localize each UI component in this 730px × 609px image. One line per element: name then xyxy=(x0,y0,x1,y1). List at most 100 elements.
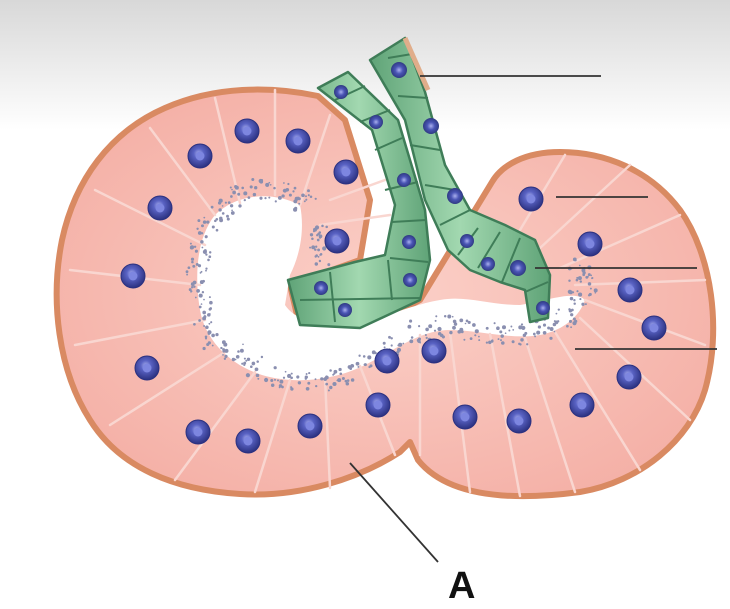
zymogen-granule xyxy=(203,217,205,219)
zymogen-granule xyxy=(453,320,457,324)
zymogen-granule xyxy=(585,303,587,305)
nucleolus xyxy=(430,347,439,356)
zymogen-granule xyxy=(224,358,226,360)
zymogen-granule xyxy=(575,260,577,262)
zymogen-granule xyxy=(329,386,332,389)
zymogen-granule xyxy=(228,201,231,204)
zymogen-granule xyxy=(208,323,210,325)
zymogen-granule xyxy=(425,328,429,332)
nucleolus xyxy=(143,364,152,373)
zymogen-granule xyxy=(538,325,541,328)
zymogen-granule xyxy=(230,204,233,207)
zymogen-granule xyxy=(205,270,207,272)
zymogen-granule xyxy=(315,262,318,265)
zymogen-granule xyxy=(271,383,274,386)
zymogen-granule xyxy=(363,355,366,358)
nucleolus xyxy=(383,357,392,366)
nucleolus xyxy=(626,286,635,295)
zymogen-granule xyxy=(270,184,272,186)
zymogen-granule xyxy=(310,195,313,198)
zymogen-granule xyxy=(215,333,218,336)
zymogen-granule xyxy=(205,326,209,330)
nucleolus xyxy=(243,127,252,136)
zymogen-granule xyxy=(207,330,211,334)
zymogen-granule xyxy=(349,367,352,370)
zymogen-granule xyxy=(188,266,191,269)
zymogen-granule xyxy=(274,367,276,369)
zymogen-granule xyxy=(478,339,480,341)
zymogen-granule xyxy=(402,343,404,345)
zymogen-granule xyxy=(502,325,506,329)
zymogen-granule xyxy=(190,243,192,245)
label-a: A xyxy=(448,565,475,607)
zymogen-granule xyxy=(581,303,584,306)
zymogen-granule xyxy=(278,196,282,200)
zymogen-granule xyxy=(339,372,342,375)
zymogen-granule xyxy=(296,375,299,378)
zymogen-granule xyxy=(463,339,465,341)
zymogen-granule xyxy=(459,319,463,323)
zymogen-granule xyxy=(494,322,496,324)
zymogen-granule xyxy=(260,179,263,182)
zymogen-granule xyxy=(219,217,222,220)
zymogen-granule xyxy=(589,293,592,296)
zymogen-granule xyxy=(447,315,451,319)
zymogen-granule xyxy=(199,306,202,309)
zymogen-granule xyxy=(500,334,503,337)
zymogen-granule xyxy=(203,299,205,301)
zymogen-granule xyxy=(372,350,376,354)
nucleolus xyxy=(333,237,342,246)
zymogen-granule xyxy=(191,286,193,288)
zymogen-granule xyxy=(434,330,436,332)
zymogen-granule xyxy=(580,280,582,282)
zymogen-granule xyxy=(227,218,230,221)
zymogen-granule xyxy=(368,366,370,368)
zymogen-granule xyxy=(198,231,202,235)
zymogen-granule xyxy=(275,200,277,202)
zymogen-granule xyxy=(438,332,442,336)
zymogen-granule xyxy=(248,196,251,199)
zymogen-granule xyxy=(287,183,289,185)
zymogen-granule xyxy=(588,282,592,286)
zymogen-granule xyxy=(333,373,335,375)
nucleolus xyxy=(578,401,587,410)
zymogen-granule xyxy=(572,291,574,293)
zymogen-granule xyxy=(301,193,305,197)
zymogen-granule xyxy=(550,327,554,331)
zymogen-granule xyxy=(294,187,297,190)
zymogen-granule xyxy=(556,313,558,315)
zymogen-granule xyxy=(512,340,515,343)
zymogen-granule xyxy=(268,197,270,199)
zymogen-granule xyxy=(364,364,366,366)
zymogen-granule xyxy=(222,354,224,356)
zymogen-granule xyxy=(203,315,206,318)
zymogen-granule xyxy=(336,380,338,382)
zymogen-granule xyxy=(211,206,214,209)
zymogen-granule xyxy=(425,334,427,336)
zymogen-granule xyxy=(524,332,527,335)
zymogen-granule xyxy=(327,263,330,266)
zymogen-granule xyxy=(237,193,240,196)
zymogen-granule xyxy=(201,225,203,227)
zymogen-granule xyxy=(588,273,591,276)
zymogen-granule xyxy=(496,326,500,330)
zymogen-granule xyxy=(201,247,203,249)
zymogen-granule xyxy=(203,220,207,224)
zymogen-granule xyxy=(209,301,213,305)
zymogen-granule xyxy=(358,355,360,357)
zymogen-granule xyxy=(533,333,536,336)
zymogen-granule xyxy=(590,275,592,277)
zymogen-granule xyxy=(193,323,196,326)
zymogen-granule xyxy=(292,190,294,192)
zymogen-granule xyxy=(250,365,253,368)
zymogen-granule xyxy=(579,265,581,267)
zymogen-granule xyxy=(195,297,197,299)
zymogen-granule xyxy=(325,383,328,386)
zymogen-granule xyxy=(452,326,456,330)
zymogen-granule xyxy=(356,362,360,366)
zymogen-granule xyxy=(317,239,320,242)
zymogen-granule xyxy=(491,340,494,343)
zymogen-granule xyxy=(265,183,269,187)
zymogen-granule xyxy=(202,347,205,350)
zymogen-granule xyxy=(215,218,218,221)
